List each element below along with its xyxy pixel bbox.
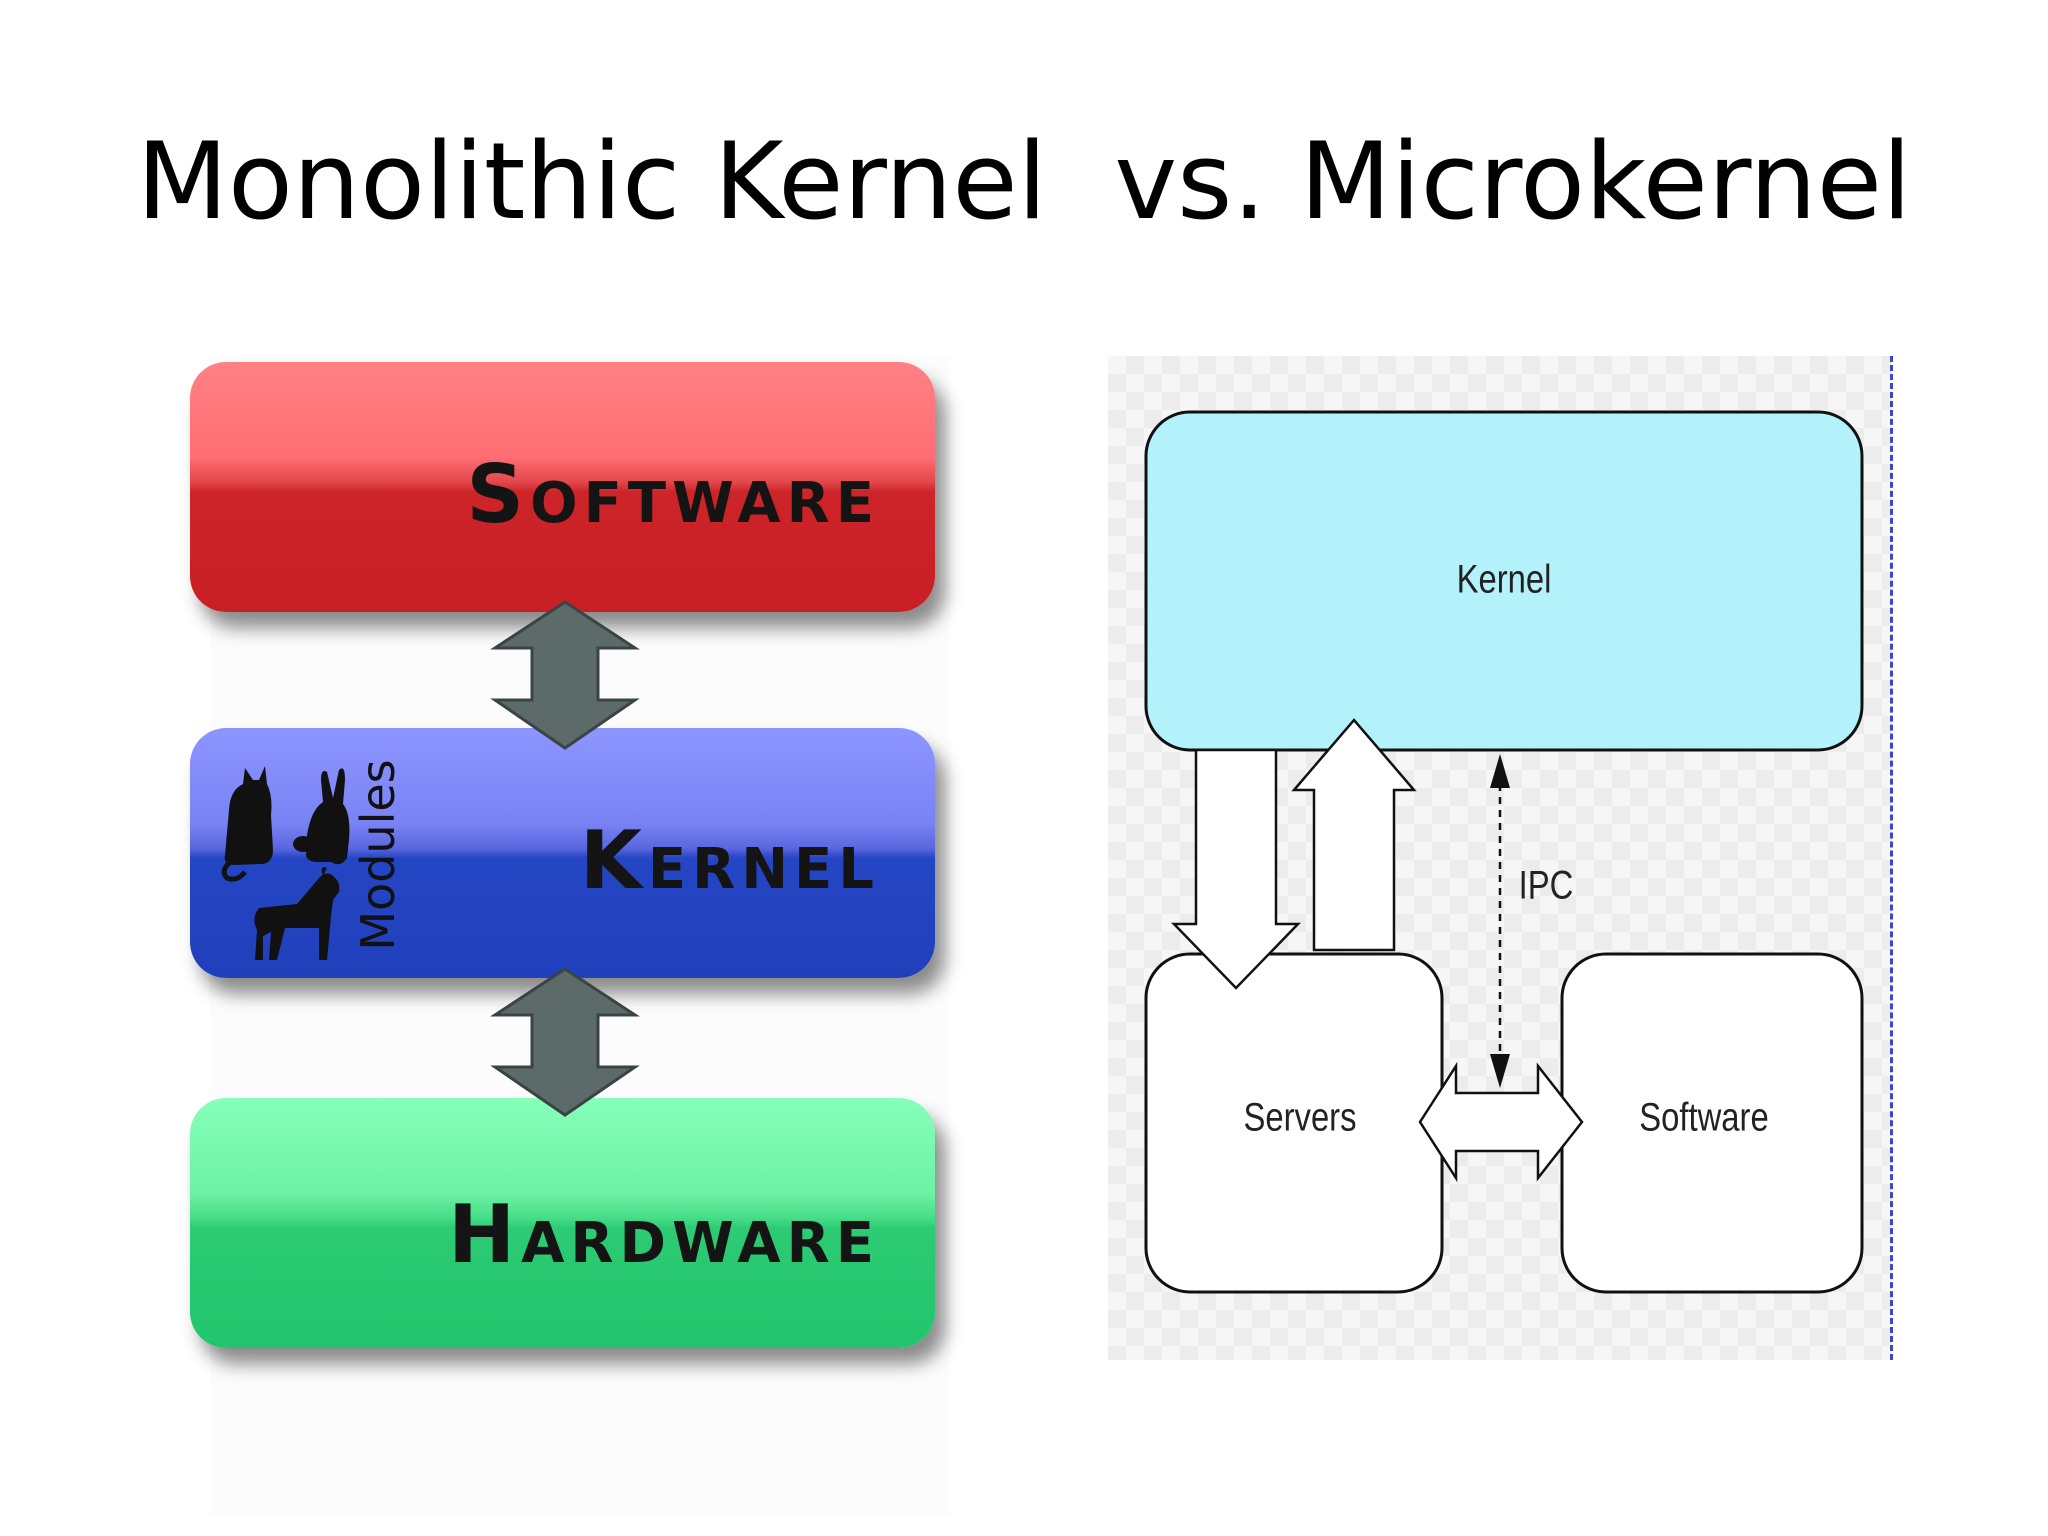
microkernel-kernel-box [1144,410,1864,752]
kernel-to-servers-arrow [1171,748,1301,990]
software-layer: Software [190,362,935,612]
dog-icon [254,867,340,960]
microkernel-diagram [1144,410,1864,1294]
kernel-hardware-double-arrow [490,967,640,1117]
slide-title: Monolithic Kernel vs. Microkernel [136,120,1912,243]
dashed-border-line [1890,356,1893,1360]
ipc-arrowhead-down [1490,1054,1510,1088]
ipc-arrowhead-up [1490,754,1510,788]
microkernel-kernel-label: Kernel [1456,557,1552,602]
rabbit-icon [293,768,350,865]
hardware-layer-label: Hardware [448,1188,880,1281]
microkernel-software-label: Software [1639,1095,1769,1140]
servers-to-kernel-arrow [1291,718,1417,952]
hardware-layer: Hardware [190,1098,935,1348]
kernel-layer-label: Kernel [579,814,880,907]
module-animals-group [221,766,350,960]
servers-software-double-arrow [1418,1061,1584,1183]
cat-icon [221,766,273,882]
microkernel-servers-label: Servers [1243,1095,1357,1140]
kernel-layer: Kernel [190,728,935,978]
microkernel-ipc-label: IPC [1518,863,1574,908]
software-kernel-double-arrow [490,600,640,750]
software-layer-label: Software [466,448,880,541]
